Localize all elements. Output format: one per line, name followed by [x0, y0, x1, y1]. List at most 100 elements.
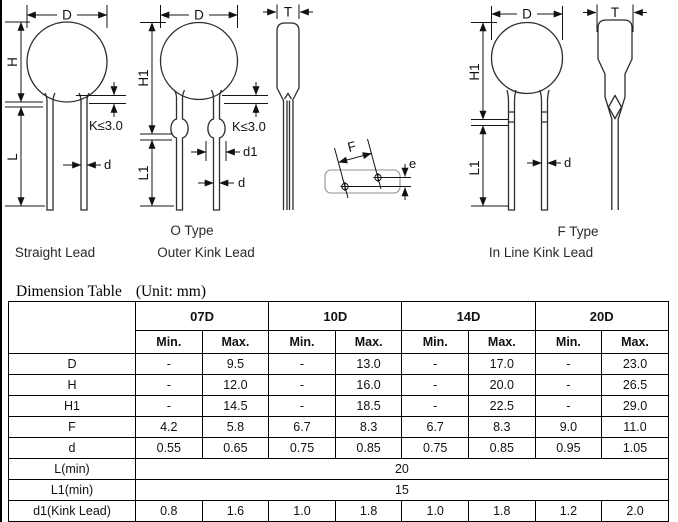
dim-label-F: F: [346, 138, 358, 155]
dim-label-d1: d1: [243, 144, 257, 159]
table-cell: 0.75: [401, 437, 469, 459]
row-label: L(min): [8, 458, 136, 480]
dim-label-H1: H1: [467, 63, 482, 80]
inline-kink-leads: [604, 96, 626, 210]
caption-outer-kink-lead: Outer Kink Lead: [157, 245, 255, 260]
table-row-d1: d1(Kink Lead) 0.8 1.6 1.0 1.8 1.0 1.8 1.…: [8, 500, 669, 522]
body-footprint: [324, 169, 401, 194]
table-row-D: D - 9.5 - 13.0 - 17.0 - 23.0: [8, 353, 669, 375]
lead-left: [44, 92, 56, 211]
table-cell: 0.65: [201, 437, 270, 459]
table-cell: 23.0: [601, 353, 669, 375]
lead-left-kinked: [170, 89, 189, 211]
table-cell: 1.05: [601, 437, 669, 459]
table-cell: 13.0: [334, 353, 403, 375]
lead-right-kinked: [207, 89, 226, 211]
table-cell: 6.7: [268, 416, 336, 438]
table-title: Dimension Table: [16, 283, 122, 300]
table-cell: 18.5: [334, 395, 403, 417]
dim-label-H1: H1: [136, 69, 151, 86]
table-cell: 17.0: [468, 353, 536, 375]
subheader-max: Max.: [468, 330, 536, 354]
dim-label-H: H: [5, 57, 20, 67]
subheader-min: Min.: [534, 330, 603, 354]
table-cell: 0.85: [334, 437, 403, 459]
lead-split-notch: [283, 92, 293, 100]
table-cell: -: [135, 395, 203, 417]
table-cell: 14.5: [201, 395, 270, 417]
row-label: d1(Kink Lead): [8, 500, 136, 522]
lead-left: [506, 89, 517, 211]
subheader-max: Max.: [334, 330, 403, 354]
dim-label-d: d: [104, 157, 111, 172]
table-cell-span: 20: [135, 458, 669, 480]
table-cell: 1.2: [534, 500, 603, 522]
table-cell: 11.0: [601, 416, 669, 438]
table-cell: 1.6: [201, 500, 270, 522]
f-type-side-view: T: [583, 4, 647, 210]
disc-outline: [490, 21, 564, 95]
table-cell: -: [534, 353, 603, 375]
table-cell: 16.0: [334, 374, 403, 396]
subheader-min: Min.: [401, 330, 469, 354]
label-o-type: O Type: [170, 223, 214, 238]
dimension-table: 07D 10D 14D 20D Min. Max. Min. Max. Min.…: [8, 301, 669, 522]
table-row-F: F 4.2 5.8 6.7 8.3 6.7 8.3 9.0 11.0: [8, 416, 669, 438]
straight-lead-figure: D H L K≤3.0 d: [5, 5, 126, 211]
table-cell: -: [135, 353, 203, 375]
disc-side-outline: [597, 19, 633, 97]
dim-label-K: K≤3.0: [89, 118, 123, 133]
dim-label-T: T: [611, 5, 619, 20]
col-group-20d: 20D: [534, 301, 669, 331]
dim-label-d: d: [564, 155, 571, 170]
table-cell: -: [268, 374, 336, 396]
table-row-L1min: L1(min) 15: [8, 479, 669, 501]
table-cell: 6.7: [401, 416, 469, 438]
label-f-type: F Type: [557, 224, 599, 239]
subheader-max: Max.: [601, 330, 669, 354]
row-label: D: [8, 353, 136, 375]
corner-cell: [8, 301, 136, 354]
table-row-H1: H1 - 14.5 - 18.5 - 22.5 - 29.0: [8, 395, 669, 417]
table-cell: 9.0: [534, 416, 603, 438]
page-left-border: [0, 0, 2, 522]
component-drawings: D H L K≤3.0 d: [5, 4, 647, 211]
table-cell: 4.2: [135, 416, 203, 438]
o-type-side-view: T: [263, 4, 313, 210]
table-cell: 12.0: [201, 374, 270, 396]
table-cell: 8.3: [468, 416, 536, 438]
dim-label-L1: L1: [136, 165, 151, 180]
table-cell: 8.3: [334, 416, 403, 438]
row-label: L1(min): [8, 479, 136, 501]
table-cell: -: [401, 353, 469, 375]
table-cell: 1.0: [268, 500, 336, 522]
lead-right: [78, 92, 90, 211]
table-unit-note: (Unit: mm): [135, 283, 207, 300]
table-cell: 0.8: [135, 500, 203, 522]
f-type-figure: D H1 L1 d: [467, 6, 571, 211]
table-row-H: H - 12.0 - 16.0 - 20.0 - 26.5: [8, 374, 669, 396]
table-cell: 1.8: [334, 500, 403, 522]
col-group-10d: 10D: [268, 301, 403, 331]
dim-label-d: d: [238, 175, 245, 190]
col-group-14d: 14D: [401, 301, 536, 331]
table-cell: -: [268, 395, 336, 417]
table-cell: 20.0: [468, 374, 536, 396]
table-cell: -: [401, 374, 469, 396]
table-cell: -: [135, 374, 203, 396]
caption-straight-lead: Straight Lead: [14, 245, 96, 260]
o-type-figure: D H1 L1 K≤3.0 d1 d: [136, 5, 268, 211]
subheader-min: Min.: [268, 330, 336, 354]
table-cell: -: [534, 395, 603, 417]
table-cell: 5.8: [201, 416, 270, 438]
dim-label-T: T: [284, 5, 292, 20]
table-cell: 1.0: [401, 500, 469, 522]
subheader-max: Max.: [201, 330, 270, 354]
subheader-min: Min.: [135, 330, 203, 354]
table-cell: 22.5: [468, 395, 536, 417]
table-row-d: d 0.55 0.65 0.75 0.85 0.75 0.85 0.95 1.0…: [8, 437, 669, 459]
lead-right: [539, 89, 550, 211]
dim-label-D: D: [62, 8, 72, 23]
dim-label-D: D: [194, 8, 204, 23]
